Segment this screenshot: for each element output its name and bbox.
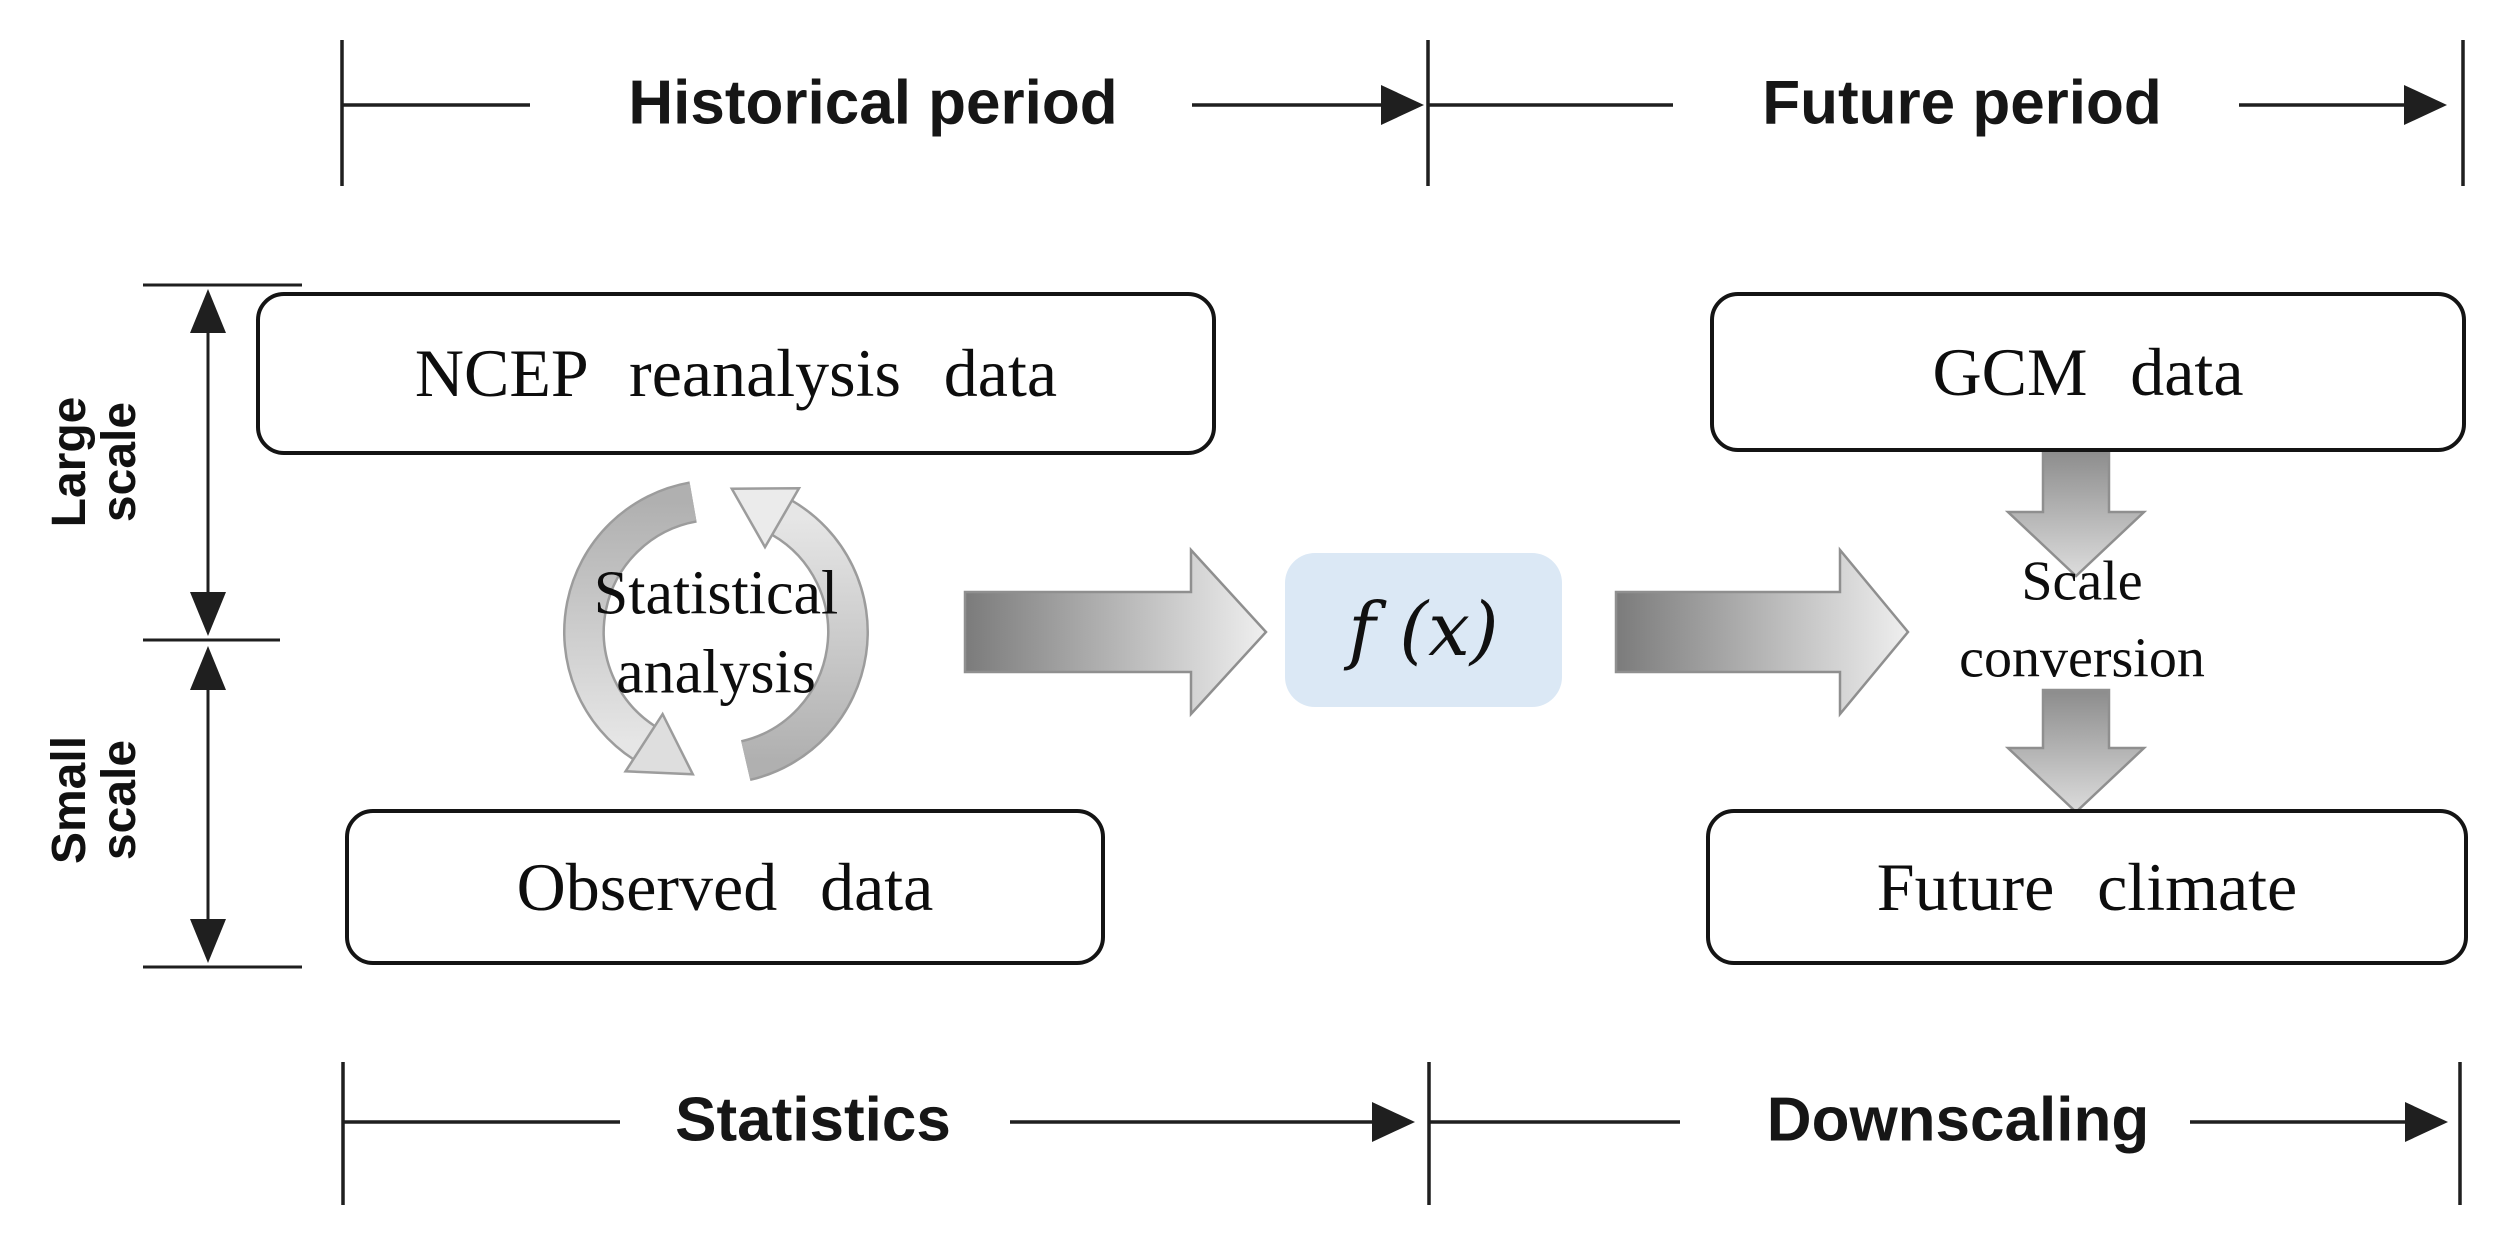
gcm-to-scale-conversion-arrow-icon — [2004, 448, 2148, 578]
future-right-arrowhead-icon — [2404, 85, 2447, 125]
downscaling-right-arrowhead-icon — [2405, 1102, 2448, 1142]
cycle-left-arc — [565, 483, 697, 759]
statistics-label: Statistics — [675, 1085, 951, 1155]
statistical-analysis-label: Statistical analysis — [593, 559, 839, 707]
transfer-function-box: f (x) — [1285, 553, 1562, 707]
future-period-label: Future period — [1762, 68, 2162, 138]
future-climate-label: Future climate — [1876, 848, 2298, 925]
statistics-to-function-arrow-icon — [963, 546, 1268, 718]
cycle-left-arrowhead-icon — [623, 711, 695, 776]
small-scale-axis-label: Small scale — [43, 735, 146, 865]
ncep-reanalysis-data-label: NCEP reanalysis data — [414, 335, 1058, 411]
large-scale-down-arrowhead-icon — [190, 592, 226, 636]
scale-conversion-label: Scale conversion — [1959, 550, 2205, 690]
large-scale-axis-label: Large scale — [43, 396, 146, 528]
bottom-timeline — [341, 1062, 2462, 1205]
transfer-function-label: f (x) — [1348, 587, 1499, 673]
small-scale-down-arrowhead-icon — [190, 919, 226, 963]
ncep-reanalysis-data-box: NCEP reanalysis data — [256, 292, 1216, 455]
observed-data-label: Observed data — [516, 848, 934, 925]
gcm-data-label: GCM data — [1932, 333, 2244, 410]
scale-conversion-to-future-arrow-icon — [2004, 688, 2148, 814]
cycle-right-arrowhead-icon — [729, 487, 802, 550]
future-climate-box: Future climate — [1706, 809, 2468, 965]
gcm-data-box: GCM data — [1710, 292, 2466, 452]
downscaling-label: Downscaling — [1766, 1085, 2150, 1155]
function-to-downscaling-arrow-icon — [1614, 546, 1910, 718]
historical-right-arrowhead-icon — [1381, 85, 1424, 125]
cycle-right-arc — [741, 501, 867, 779]
small-scale-up-arrowhead-icon — [190, 646, 226, 690]
statistics-right-arrowhead-icon — [1372, 1102, 1415, 1142]
observed-data-box: Observed data — [345, 809, 1105, 965]
historical-period-label: Historical period — [628, 68, 1118, 138]
cycle-arrows-icon — [563, 481, 869, 782]
top-timeline — [340, 40, 2465, 186]
large-scale-up-arrowhead-icon — [190, 289, 226, 333]
scale-dimension-indicator — [143, 283, 302, 969]
